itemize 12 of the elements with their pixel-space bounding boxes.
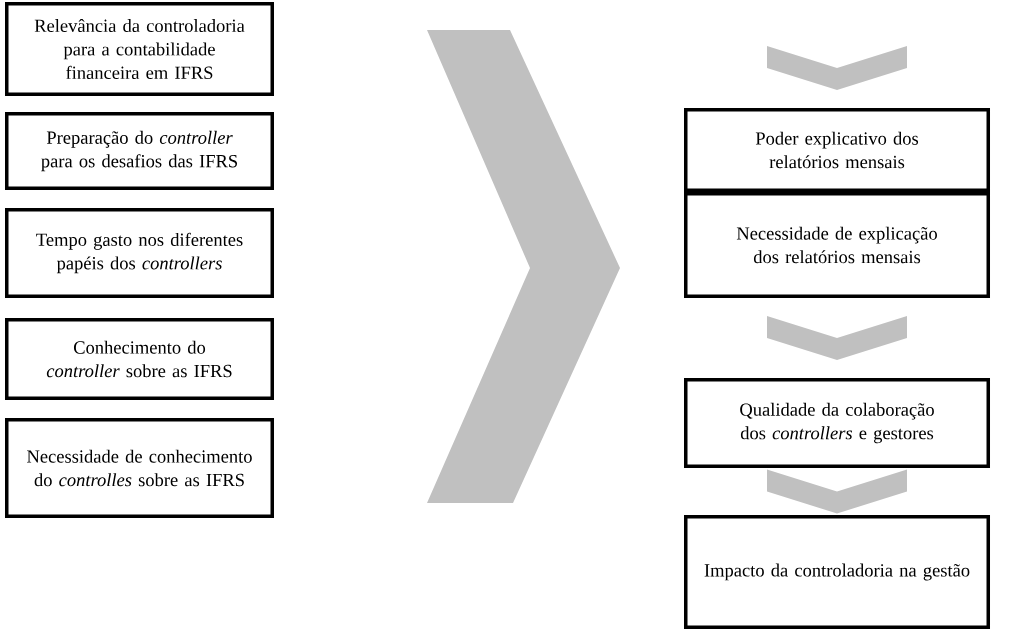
- text-box: Tempo gasto nos diferentes papéis dos controllers: [5, 208, 274, 298]
- text-box: Relevância da controladoria para a contabilidade financeira em IFRS: [5, 2, 274, 96]
- text-box: Qualidade da colaboração dos controllers e gestores: [684, 378, 990, 468]
- text-box: Necessidade de conhecimento do controlles sobre as IFRS: [5, 418, 274, 518]
- chevron-arrow: [767, 469, 907, 514]
- text-box: Preparação do controller para os desafios das IFRS: [5, 112, 274, 190]
- text-box: Necessidade de explicação dos relatórios mensais: [684, 192, 990, 298]
- chevron-arrow: [767, 46, 907, 90]
- text-box: Conhecimento do controller sobre as IFRS: [5, 318, 274, 400]
- text-box: Poder explicativo dos relatórios mensais: [684, 108, 990, 192]
- chevron-arrow: [767, 316, 907, 360]
- text-box: Impacto da controladoria na gestão: [684, 515, 990, 629]
